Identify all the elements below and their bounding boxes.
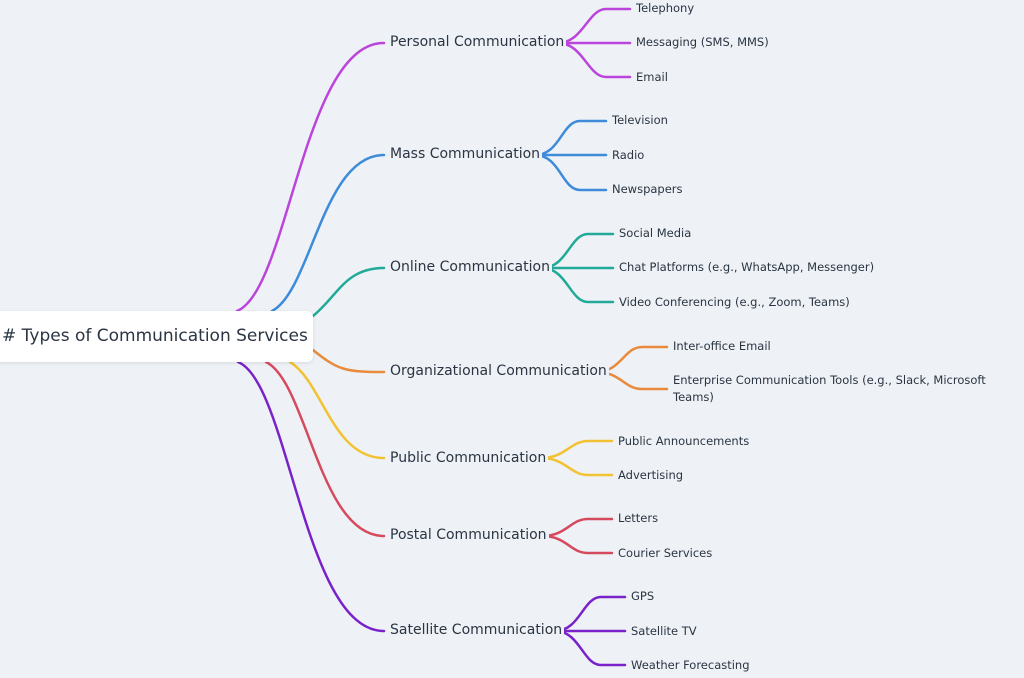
leaf-connector [556, 7, 632, 45]
branch-mass-communication[interactable]: Mass Communication [388, 145, 543, 163]
leaf-gps[interactable]: GPS [631, 589, 655, 603]
leaf-telephony[interactable]: Telephony [636, 1, 695, 15]
leaf-connector [533, 119, 608, 157]
leaf-inter-office-email[interactable]: Inter-office Email [673, 339, 771, 353]
leaf-connector [556, 41, 632, 79]
leaf-connector [540, 517, 614, 538]
branch-online-communication[interactable]: Online Communication [388, 258, 552, 276]
leaf-connector [539, 456, 614, 477]
leaf-advertising[interactable]: Advertising [618, 468, 684, 482]
leaf-connector [540, 232, 615, 270]
leaf-connector [539, 439, 614, 460]
branch-public-communication[interactable]: Public Communication [388, 449, 549, 467]
branch-organizational-communication[interactable]: Organizational Communication [388, 362, 609, 380]
leaf-enterprise-tools[interactable]: Enterprise Communication Tools (e.g., Sl… [673, 373, 986, 404]
leaf-connector [540, 266, 615, 304]
branch-connector [311, 348, 386, 374]
branch-connector [264, 360, 386, 538]
branch-satellite-communication[interactable]: Satellite Communication [388, 621, 565, 639]
branch-connector [311, 266, 386, 318]
root-node[interactable] [0, 311, 313, 362]
leaf-social-media[interactable]: Social Media [619, 226, 692, 240]
leaf-connector [553, 595, 627, 633]
branch-connector [236, 360, 386, 633]
branch-connector [270, 153, 386, 313]
leaf-connector [553, 629, 627, 667]
leaf-video-conferencing[interactable]: Video Conferencing (e.g., Zoom, Teams) [619, 295, 850, 309]
branch-connector [288, 360, 386, 460]
branch-connector [235, 41, 386, 313]
leaf-connector [540, 534, 614, 555]
branch-personal-communication[interactable]: Personal Communication [388, 33, 567, 51]
leaf-messaging[interactable]: Messaging (SMS, MMS) [636, 35, 769, 49]
leaf-television[interactable]: Television [612, 113, 668, 127]
leaf-satellite-tv[interactable]: Satellite TV [631, 624, 697, 638]
leaf-chat-platforms[interactable]: Chat Platforms (e.g., WhatsApp, Messenge… [619, 260, 875, 274]
leaf-email[interactable]: Email [636, 70, 668, 84]
branch-postal-communication[interactable]: Postal Communication [388, 526, 549, 544]
leaf-weather-forecasting[interactable]: Weather Forecasting [631, 658, 750, 672]
leaf-newspapers[interactable]: Newspapers [612, 182, 683, 196]
leaf-radio[interactable]: Radio [612, 148, 645, 162]
leaf-courier-services[interactable]: Courier Services [618, 546, 713, 560]
leaf-connector [533, 153, 608, 192]
root-label: # Types of Communication Services [2, 326, 308, 346]
leaf-public-announcements[interactable]: Public Announcements [618, 434, 750, 448]
leaf-letters[interactable]: Letters [618, 511, 659, 525]
